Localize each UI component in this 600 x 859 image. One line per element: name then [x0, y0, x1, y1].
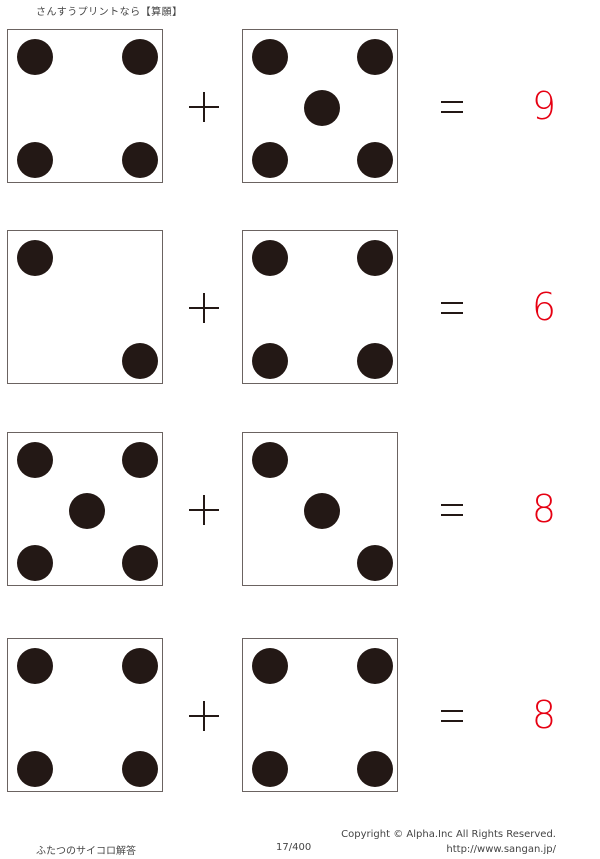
plus-sign-icon: [189, 293, 219, 323]
left-die: [7, 432, 163, 586]
die-pip-icon: [357, 545, 393, 581]
problem-row: 8: [0, 638, 600, 796]
die-pip-icon: [252, 648, 288, 684]
plus-sign-icon: [189, 92, 219, 122]
right-die: [242, 432, 398, 586]
die-pip-icon: [357, 751, 393, 787]
worksheet-name: ふたつのサイコロ解答: [36, 846, 136, 857]
die-pip-icon: [17, 751, 53, 787]
page-number: 17/400: [276, 842, 312, 853]
die-pip-icon: [122, 343, 158, 379]
die-pip-icon: [304, 90, 340, 126]
problem-row: 6: [0, 230, 600, 388]
equals-sign-icon: [441, 504, 463, 516]
right-die: [242, 230, 398, 384]
plus-sign-icon: [189, 701, 219, 731]
equals-sign-icon: [441, 710, 463, 722]
die-pip-icon: [122, 751, 158, 787]
plus-sign-icon: [189, 495, 219, 525]
die-pip-icon: [122, 442, 158, 478]
left-die: [7, 230, 163, 384]
die-pip-icon: [17, 142, 53, 178]
die-pip-icon: [17, 39, 53, 75]
die-pip-icon: [252, 343, 288, 379]
equals-sign-icon: [441, 101, 463, 113]
die-pip-icon: [17, 240, 53, 276]
problem-row: 9: [0, 29, 600, 187]
die-pip-icon: [252, 751, 288, 787]
die-pip-icon: [17, 442, 53, 478]
right-die: [242, 29, 398, 183]
die-pip-icon: [252, 240, 288, 276]
die-pip-icon: [357, 39, 393, 75]
problem-row: 8: [0, 432, 600, 590]
left-die: [7, 29, 163, 183]
equals-sign-icon: [441, 302, 463, 314]
answer-value: 8: [531, 693, 557, 737]
copyright-text: Copyright © Alpha.Inc All Rights Reserve…: [341, 829, 556, 840]
header-title: さんすうプリントなら【算願】: [36, 7, 183, 18]
die-pip-icon: [122, 545, 158, 581]
die-pip-icon: [357, 648, 393, 684]
answer-value: 8: [531, 487, 557, 531]
die-pip-icon: [357, 240, 393, 276]
die-pip-icon: [69, 493, 105, 529]
site-url[interactable]: http://www.sangan.jp/: [446, 844, 556, 855]
die-pip-icon: [357, 343, 393, 379]
die-pip-icon: [122, 39, 158, 75]
right-die: [242, 638, 398, 792]
answer-value: 6: [531, 285, 557, 329]
answer-value: 9: [531, 84, 557, 128]
die-pip-icon: [17, 545, 53, 581]
die-pip-icon: [304, 493, 340, 529]
die-pip-icon: [252, 142, 288, 178]
die-pip-icon: [122, 648, 158, 684]
die-pip-icon: [122, 142, 158, 178]
die-pip-icon: [357, 142, 393, 178]
left-die: [7, 638, 163, 792]
die-pip-icon: [252, 442, 288, 478]
die-pip-icon: [252, 39, 288, 75]
die-pip-icon: [17, 648, 53, 684]
